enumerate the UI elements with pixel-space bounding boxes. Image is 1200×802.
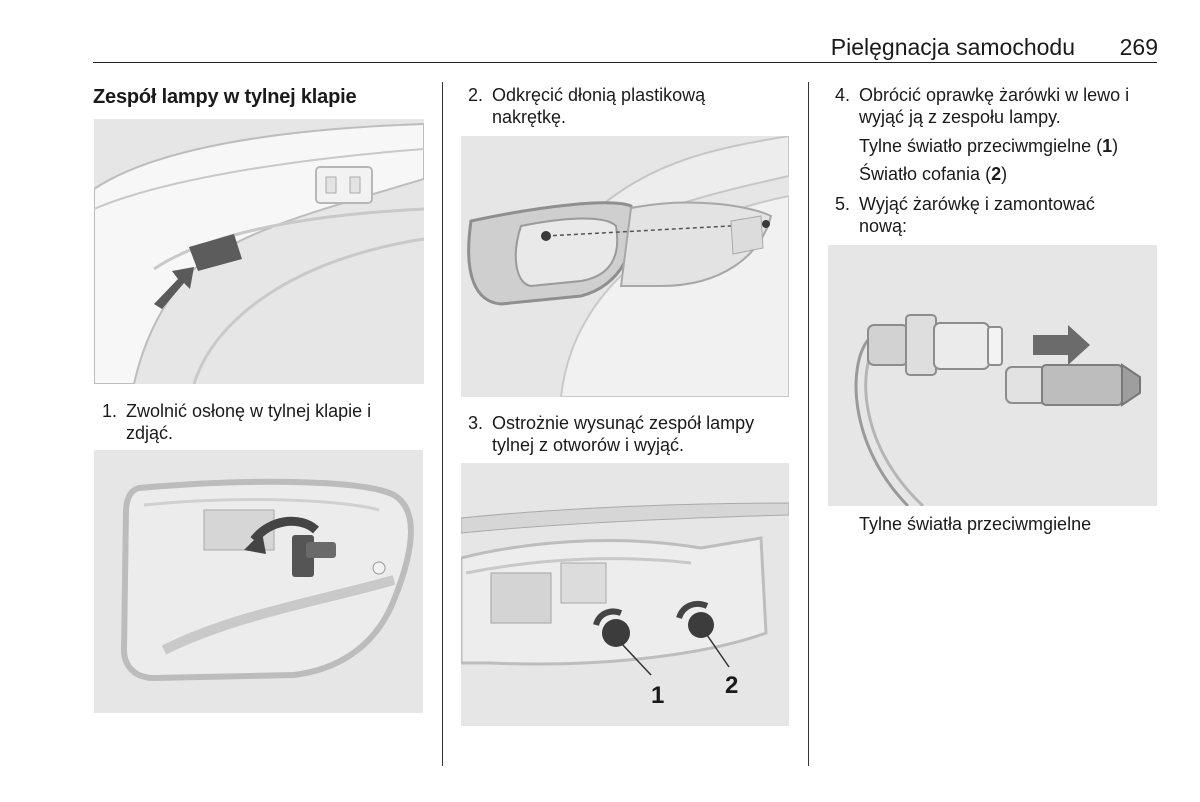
reverse-light-number: 2 <box>991 164 1002 184</box>
column-divider-right <box>808 82 809 766</box>
step-4: 4. Obrócić oprawkę żarówki w lewo i wyją… <box>835 84 1165 130</box>
step-text-line1: Obrócić oprawkę żarówki w lewo i <box>859 85 1130 105</box>
figure-caption: Tylne światła przeciwmgielne <box>859 514 1092 534</box>
step-5: 5. Wyjąć żarówkę i zamontować nową: <box>835 193 1165 239</box>
step-text-line2: nakrętkę. <box>492 107 567 127</box>
step-number: 5. <box>835 194 851 214</box>
section-heading: Zespół lampy w tylnej klapie <box>93 86 357 108</box>
step-number: 1. <box>102 401 118 421</box>
figure-tailgate <box>94 119 424 384</box>
step-text-line2: zdjąć. <box>126 423 174 443</box>
reverse-light-label: Światło cofania ( <box>859 164 992 184</box>
figure-lamp-unit: 1 2 <box>461 463 789 726</box>
step-number: 2. <box>468 85 484 105</box>
fog-light-label: Tylne światło przeciwmgielne ( <box>859 136 1103 156</box>
step-text-line2: wyjąć ją z zespołu lampy. <box>859 107 1061 127</box>
reverse-light-line: Światło cofania (2) <box>859 163 1007 185</box>
close-paren: ) <box>1112 136 1119 156</box>
callout-label-1: 1 <box>651 682 664 709</box>
step-1: 1. Zwolnić osłonę w tylnej klapie i zdją… <box>102 400 422 446</box>
step-text-line2: tylnej z otworów i wyjąć. <box>492 435 685 455</box>
figure-plastic-nut <box>461 136 789 397</box>
step-text-line1: Odkręcić dłonią plastikową <box>492 85 706 105</box>
step-number: 4. <box>835 85 851 105</box>
step-3: 3. Ostrożnie wysunąć zespół lampy tylnej… <box>468 412 798 458</box>
step-text-line1: Zwolnić osłonę w tylnej klapie i <box>126 401 372 421</box>
figure-cover-removal <box>94 450 423 713</box>
step-text-line1: Wyjąć żarówkę i zamontować <box>859 194 1095 214</box>
figure-bulb-replacement <box>828 245 1157 506</box>
step-2: 2. Odkręcić dłonią plastikową nakrętkę. <box>468 84 798 130</box>
fog-light-number: 1 <box>1102 136 1113 156</box>
close-paren: ) <box>1001 164 1008 184</box>
section-title: Pielęgnacja samochodu <box>830 34 1075 60</box>
page-number: 269 <box>1119 34 1158 60</box>
fog-light-line: Tylne światło przeciwmgielne (1) <box>859 135 1118 157</box>
step-text-line1: Ostrożnie wysunąć zespół lampy <box>492 413 755 433</box>
header-rule <box>93 62 1157 63</box>
step-number: 3. <box>468 413 484 433</box>
step-text-line2: nową: <box>859 216 908 236</box>
callout-label-2: 2 <box>725 672 738 699</box>
column-divider-left <box>442 82 443 766</box>
